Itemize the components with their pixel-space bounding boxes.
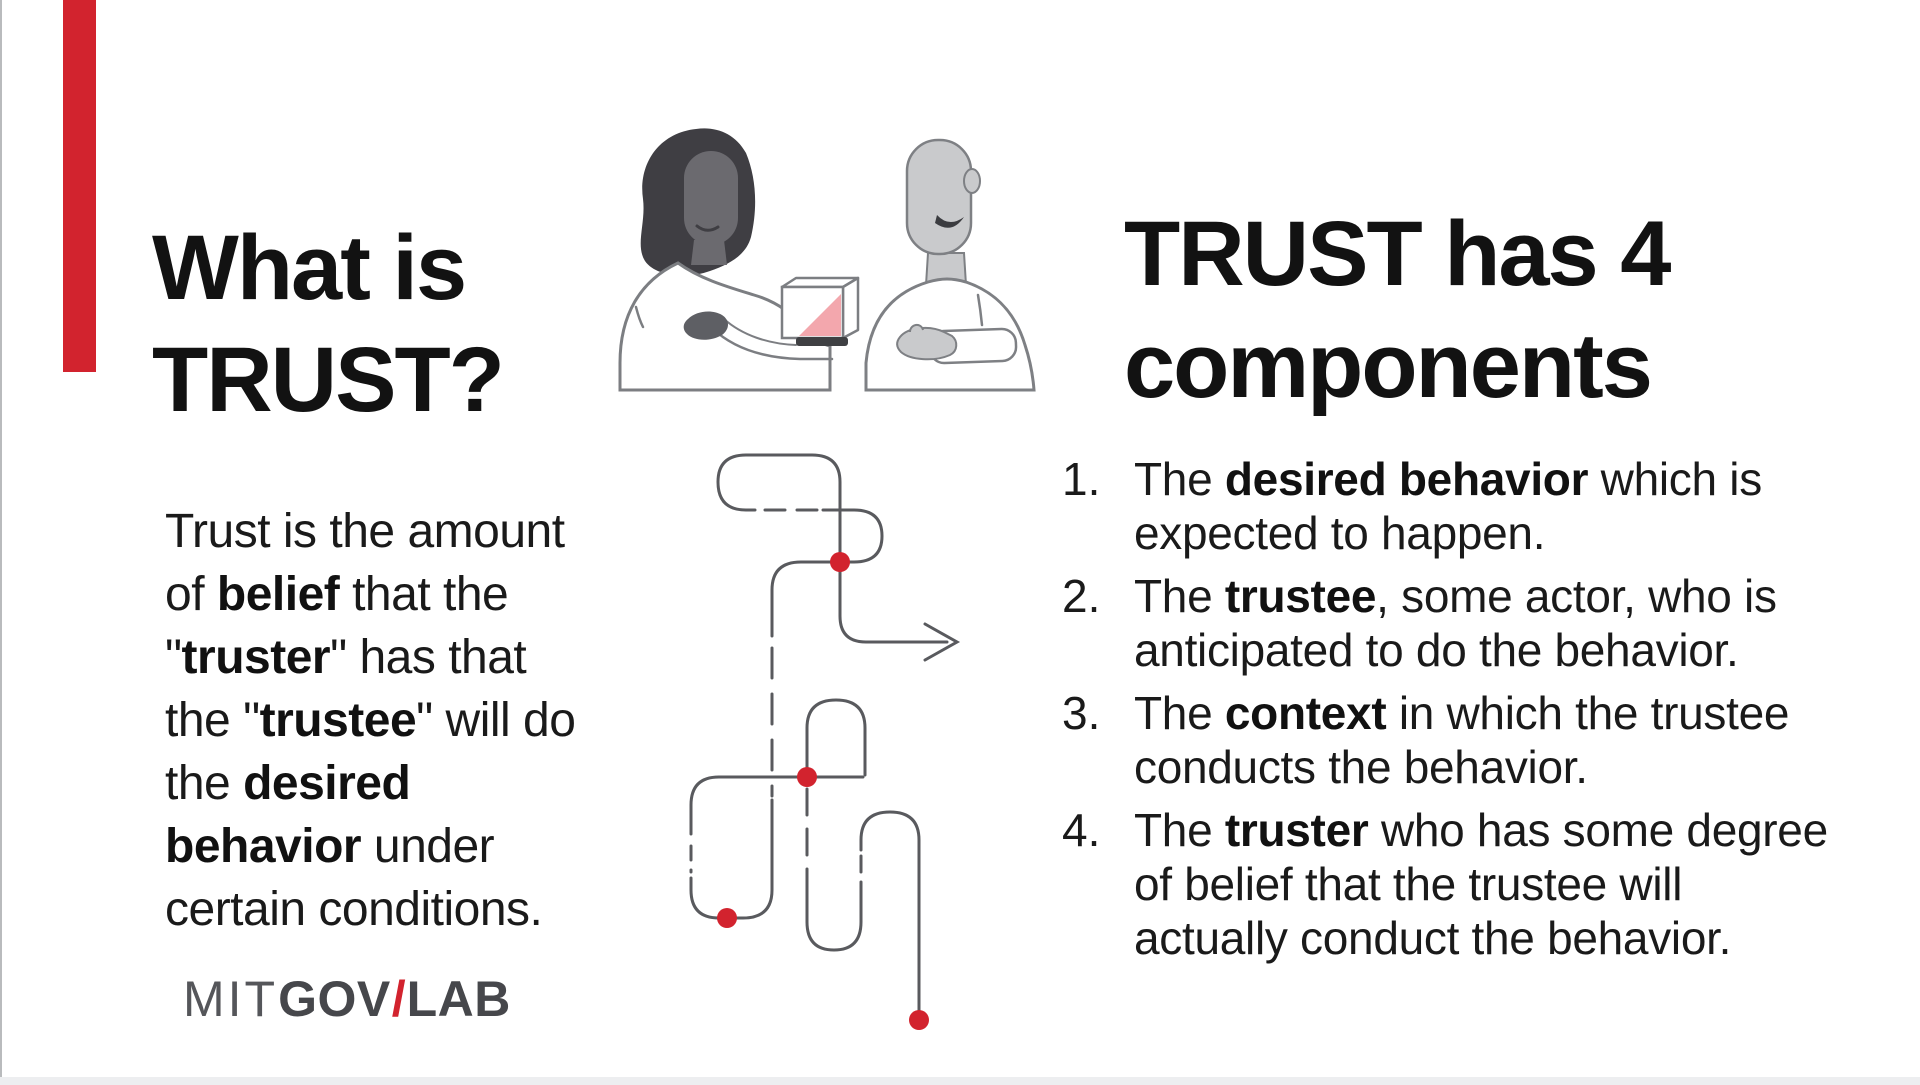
- tangled-path-illustration: [689, 453, 961, 1030]
- list-item-number: 4.: [1062, 804, 1101, 856]
- red-waypoint-dots: [717, 552, 929, 1030]
- logo-mit: MIT: [183, 971, 279, 1027]
- woman-hand: [683, 311, 728, 340]
- red-dot: [717, 908, 737, 928]
- logo-slash: /: [391, 971, 406, 1027]
- left-edge-line: [0, 0, 2, 1085]
- red-dot: [830, 552, 850, 572]
- man-figure: [864, 138, 1036, 392]
- trust-cube: [780, 276, 860, 346]
- logo-gov: GOV: [278, 971, 391, 1027]
- man-hand: [896, 326, 958, 361]
- red-accent-bar: [63, 0, 96, 372]
- arrow-head: [923, 622, 961, 662]
- path-lines: [689, 453, 961, 1012]
- red-dot: [797, 767, 817, 787]
- slide-edge-strip: [0, 1077, 1920, 1085]
- logo-lab: LAB: [406, 971, 511, 1027]
- mit-govlab-logo: MITGOV/LAB: [183, 970, 511, 1028]
- people-illustration: [618, 128, 1036, 392]
- list-item-number: 2.: [1062, 570, 1101, 622]
- red-dot: [909, 1010, 929, 1030]
- woman-figure: [618, 128, 834, 392]
- list-item-number: 3.: [1062, 687, 1101, 739]
- list-item-number: 1.: [1062, 453, 1101, 505]
